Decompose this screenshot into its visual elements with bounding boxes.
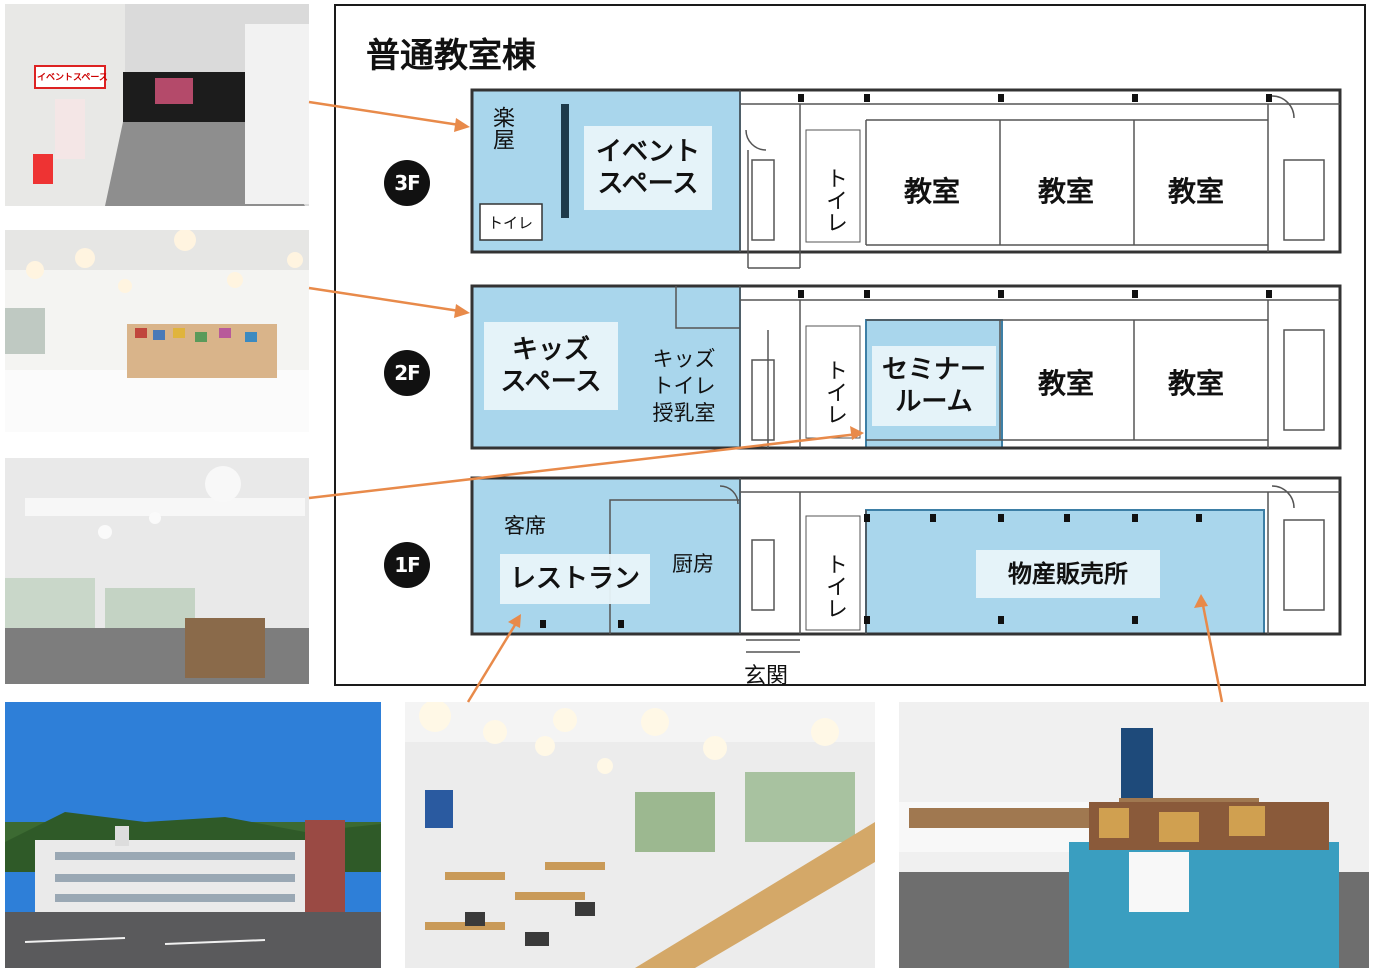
f3-small-toilet-label: トイレ: [488, 214, 534, 232]
f1-restaurant-label: レストラン: [500, 554, 650, 604]
event-space-sign-text: イベントスペース: [37, 73, 108, 83]
f2-kids-side-label: キッズ トイレ 授乳室: [652, 347, 716, 425]
floor-badge-2f: 2F: [384, 350, 430, 396]
photo-shop: [899, 702, 1369, 968]
f2-classroom-2: 教室: [1168, 367, 1225, 400]
f3-classroom-1: 教室: [904, 175, 961, 208]
f2-seminar-room-label: セミナー ルーム: [872, 346, 996, 426]
photo-restaurant: [405, 702, 875, 968]
f3-event-space-label: イベント スペース: [584, 126, 712, 210]
floor-badge-1f: 1F: [384, 542, 430, 588]
f1-kitchen-label: 厨房: [672, 552, 714, 576]
f2-kids-space-label: キッズ スペース: [484, 322, 618, 410]
f3-classroom-3: 教室: [1168, 175, 1225, 208]
f3-toilet-label: トイレ: [820, 160, 847, 240]
f3-gakuya-label: 楽屋: [489, 106, 514, 150]
entrance-label: 玄関: [744, 664, 789, 689]
f2-toilet-label: トイレ: [820, 352, 847, 432]
photo-event-space: イベントスペース: [5, 4, 309, 206]
f2-classroom-1: 教室: [1038, 367, 1095, 400]
f1-seats-label: 客席: [504, 514, 546, 538]
f1-toilet-label: トイレ: [820, 546, 847, 626]
photo-seminar-room: [5, 458, 309, 684]
f3-classroom-2: 教室: [1038, 175, 1095, 208]
floor-badge-3f: 3F: [384, 160, 430, 206]
photo-building-exterior: [5, 702, 381, 968]
plan-title: 普通教室棟: [366, 36, 536, 76]
f1-shop-label: 物産販売所: [976, 550, 1160, 598]
photo-kids-space: [5, 230, 309, 432]
